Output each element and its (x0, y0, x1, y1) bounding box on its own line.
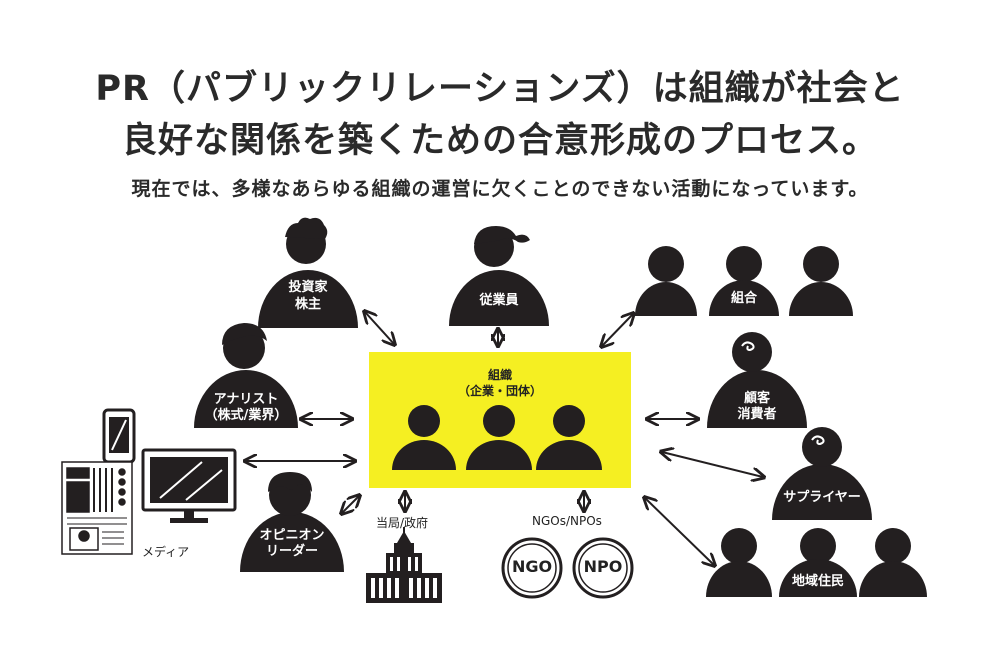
government-caption: 当局/政府 (376, 516, 429, 530)
smartphone-icon (102, 408, 136, 464)
arrow-opinion-leader (342, 496, 359, 513)
headline-line-2: 良好な関係を築くための合意形成のプロセス。 (121, 121, 878, 161)
employee-figure (449, 226, 549, 326)
ngo-badge-text: NGO (511, 557, 553, 576)
supplier-label: サプライヤー (783, 490, 861, 505)
investor-figure (258, 217, 358, 328)
swirl-hair-icon-2 (811, 435, 825, 446)
relationship-arrows (246, 312, 763, 565)
organization-subtitle: （企業・団体） (457, 384, 542, 398)
newspaper-icon (61, 461, 133, 555)
television-icon (141, 448, 237, 523)
ngo-badge (501, 537, 563, 599)
arrow-union (602, 314, 633, 346)
headline-subtext: 現在では、多様なあらゆる組織の運営に欠くことのできない活動になっています。 (131, 178, 869, 200)
analyst-label-2: （株式/業界） (204, 408, 288, 423)
arrow-residents (645, 498, 714, 565)
employee-label: 従業員 (479, 293, 519, 308)
organization-people (392, 405, 602, 470)
ngo-npo-caption: NGOs/NPOs (532, 514, 602, 528)
investor-label-2: 株主 (294, 297, 321, 312)
opinion-leader-label-2: リーダー (265, 544, 318, 559)
investor-label-1: 投資家 (288, 280, 328, 295)
government-building-icon (366, 527, 442, 603)
swirl-hair-icon (741, 341, 755, 352)
customer-figure (707, 332, 807, 428)
organization-title: 組織 (487, 368, 512, 382)
analyst-figure (194, 323, 298, 428)
customer-label-1: 顧客 (743, 391, 770, 406)
opinion-leader-figure (240, 472, 344, 572)
arrow-investor (365, 312, 394, 344)
opinion-leader-label-1: オピニオン (259, 528, 325, 543)
media-caption: メディア (142, 545, 190, 559)
headline-line-1: PR（パブリックリレーションズ）は組織が社会と (95, 69, 905, 109)
supplier-figure (772, 427, 872, 520)
analyst-label-1: アナリスト (213, 392, 279, 407)
npo-badge-text: NPO (583, 557, 623, 576)
union-figures (635, 246, 853, 316)
npo-badge (572, 537, 634, 599)
union-label: 組合 (730, 291, 757, 306)
arrow-supplier (662, 452, 763, 477)
residents-figures (706, 528, 927, 597)
residents-label: 地域住民 (791, 574, 844, 589)
customer-label-2: 消費者 (737, 407, 777, 422)
